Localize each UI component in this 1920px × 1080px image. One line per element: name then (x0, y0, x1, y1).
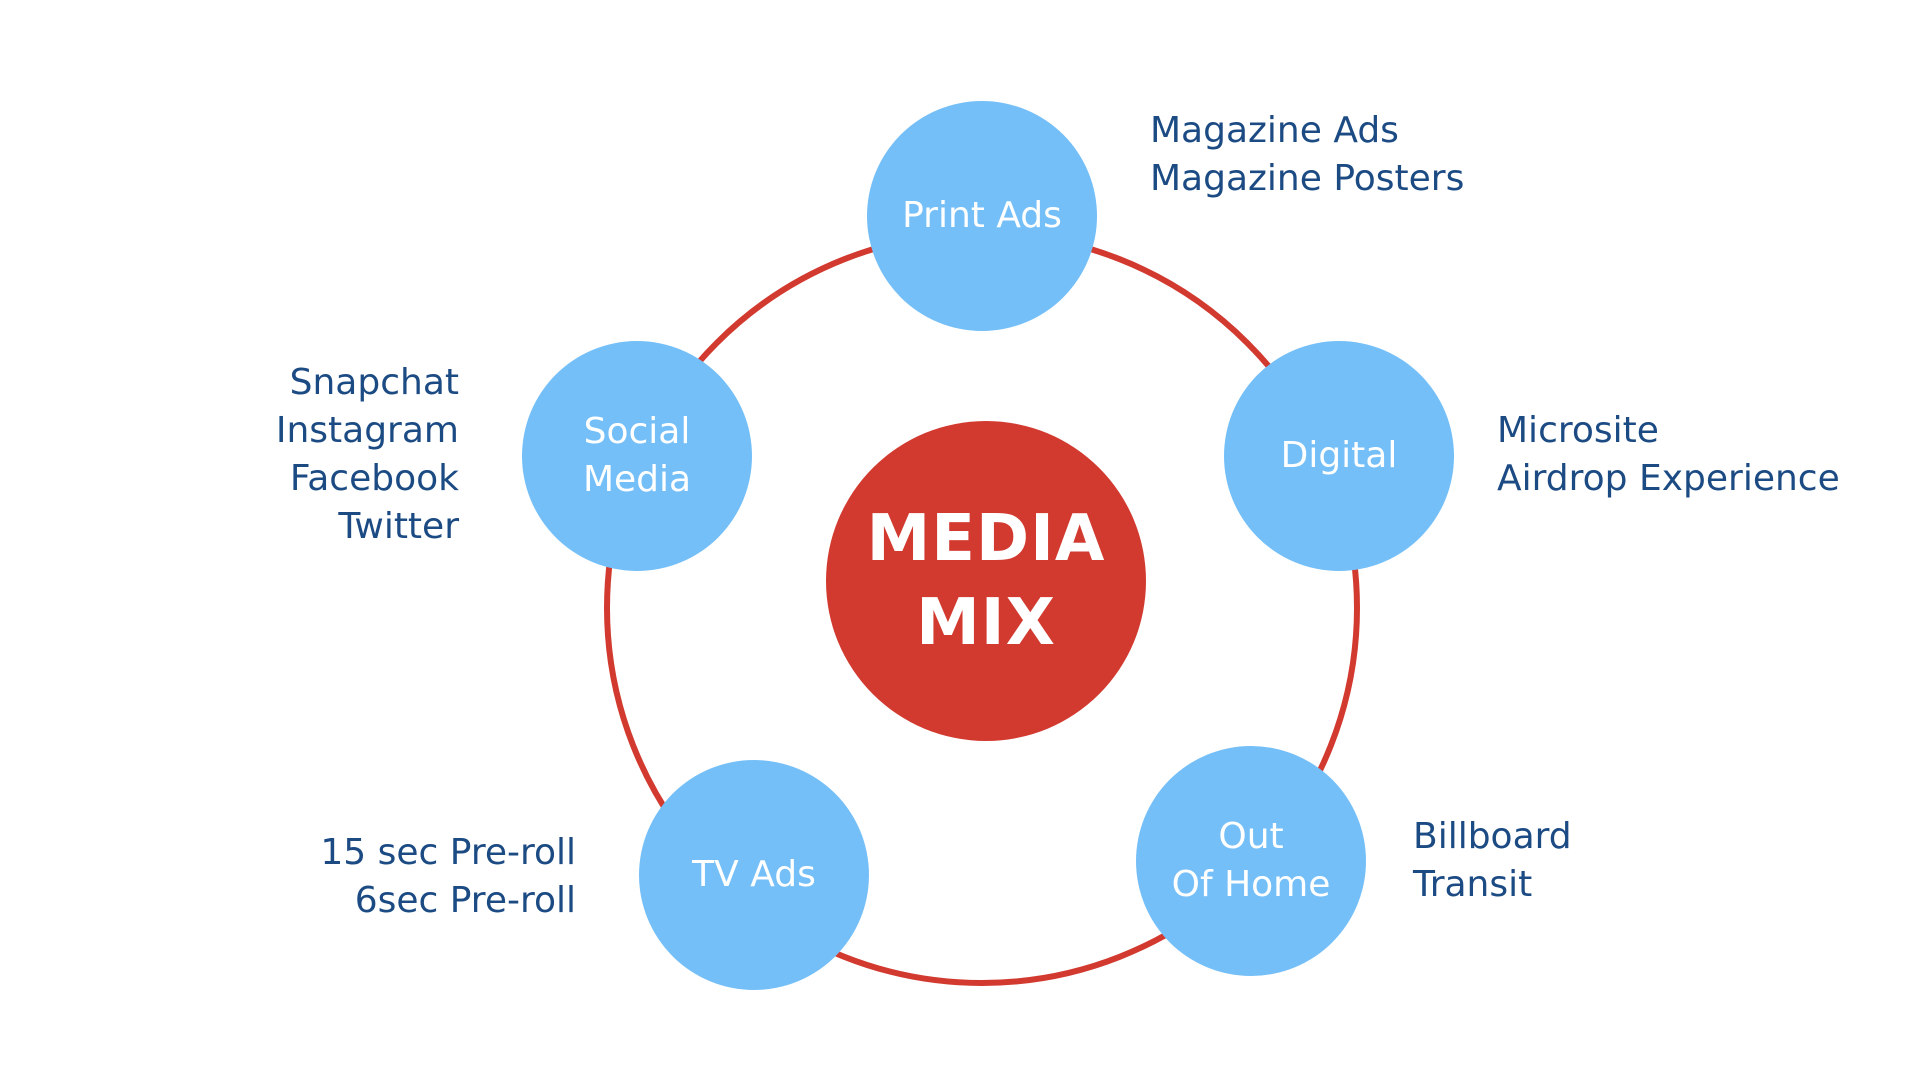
node-out-of-home: Out Of Home (1136, 746, 1366, 976)
center-title-line-1: MEDIA (866, 502, 1106, 576)
list-item: 15 sec Pre-roll (320, 832, 576, 873)
list-item: Billboard (1413, 816, 1572, 857)
node-label-line: Social (583, 411, 691, 452)
list-item: Twitter (338, 506, 459, 547)
list-item: Microsite (1497, 410, 1659, 451)
node-label-line: Print Ads (902, 195, 1062, 236)
list-social-media: Snapchat Instagram Facebook Twitter (276, 359, 459, 551)
list-item: Facebook (289, 458, 459, 499)
list-item: 6sec Pre-roll (354, 880, 576, 921)
list-digital: Microsite Airdrop Experience (1497, 407, 1840, 503)
center-hub: MEDIA MIX (826, 421, 1146, 741)
node-label-line: Media (582, 459, 692, 500)
node-social-media: Social Media (522, 341, 752, 571)
list-item: Snapchat (289, 362, 459, 403)
node-digital: Digital (1224, 341, 1454, 571)
node-label-line: Out (1218, 816, 1284, 857)
node-label-line: Digital (1280, 435, 1398, 476)
list-tv-ads: 15 sec Pre-roll 6sec Pre-roll (320, 829, 576, 925)
center-title-line-2: MIX (916, 586, 1056, 660)
node-label-line: Of Home (1171, 864, 1331, 905)
list-item: Magazine Ads (1150, 110, 1399, 151)
node-print-ads: Print Ads (867, 101, 1097, 331)
list-print-ads: Magazine Ads Magazine Posters (1150, 107, 1464, 203)
list-item: Airdrop Experience (1497, 458, 1840, 499)
list-item: Magazine Posters (1150, 158, 1465, 199)
node-tv-ads: TV Ads (639, 760, 869, 990)
list-item: Instagram (275, 410, 459, 451)
node-label-line: TV Ads (692, 854, 816, 895)
list-out-of-home: Billboard Transit (1413, 813, 1572, 909)
list-item: Transit (1413, 864, 1533, 905)
